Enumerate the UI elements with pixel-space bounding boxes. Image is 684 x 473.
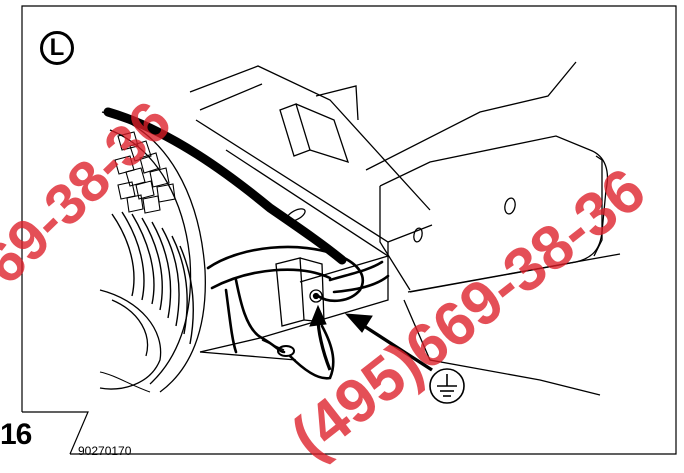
panel-label: L — [40, 31, 74, 65]
main-cable — [103, 107, 347, 265]
chassis-frame — [189, 61, 621, 396]
figure-frame — [21, 5, 677, 455]
drawing-code: 90270170 — [78, 444, 132, 458]
ring-terminal — [277, 345, 295, 357]
pointer-arrows — [309, 304, 433, 372]
diagram-canvas: 69-38-36 (495)669-38-36 L 16 90270170 — [0, 5, 677, 473]
wire-harness — [206, 245, 390, 380]
illustration — [21, 5, 677, 455]
tire-wheel — [99, 111, 206, 393]
figure-number: 16 — [0, 418, 32, 451]
figure-tab — [22, 411, 89, 455]
ground-symbol-icon — [429, 368, 465, 404]
